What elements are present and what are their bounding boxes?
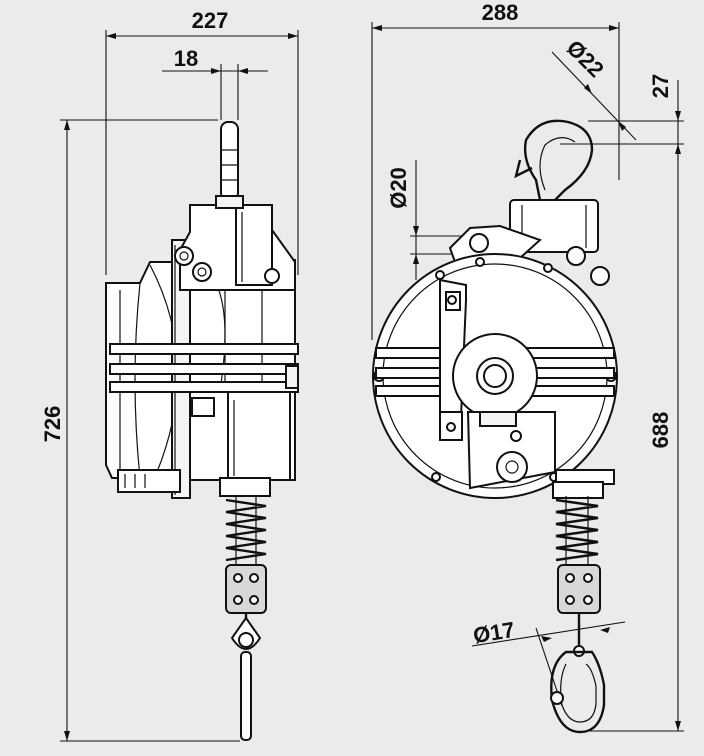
side-view-dimensions: 227 18 726 [40, 8, 299, 742]
dimension-27-label: 27 [648, 74, 673, 98]
dimension-18-label: 18 [174, 46, 198, 71]
side-view [105, 121, 299, 741]
dimension-288-label: 288 [482, 0, 519, 25]
dimension-726-label: 726 [40, 406, 65, 443]
dimension-mount-diameter-label: Ø20 [386, 167, 411, 209]
dimension-227-label: 227 [192, 8, 229, 33]
dimension-snap-hook-diameter-label: Ø17 [471, 617, 516, 648]
front-view [372, 119, 618, 734]
dimension-hook-diameter-label: Ø22 [562, 35, 609, 82]
dimension-688-label: 688 [648, 412, 673, 449]
